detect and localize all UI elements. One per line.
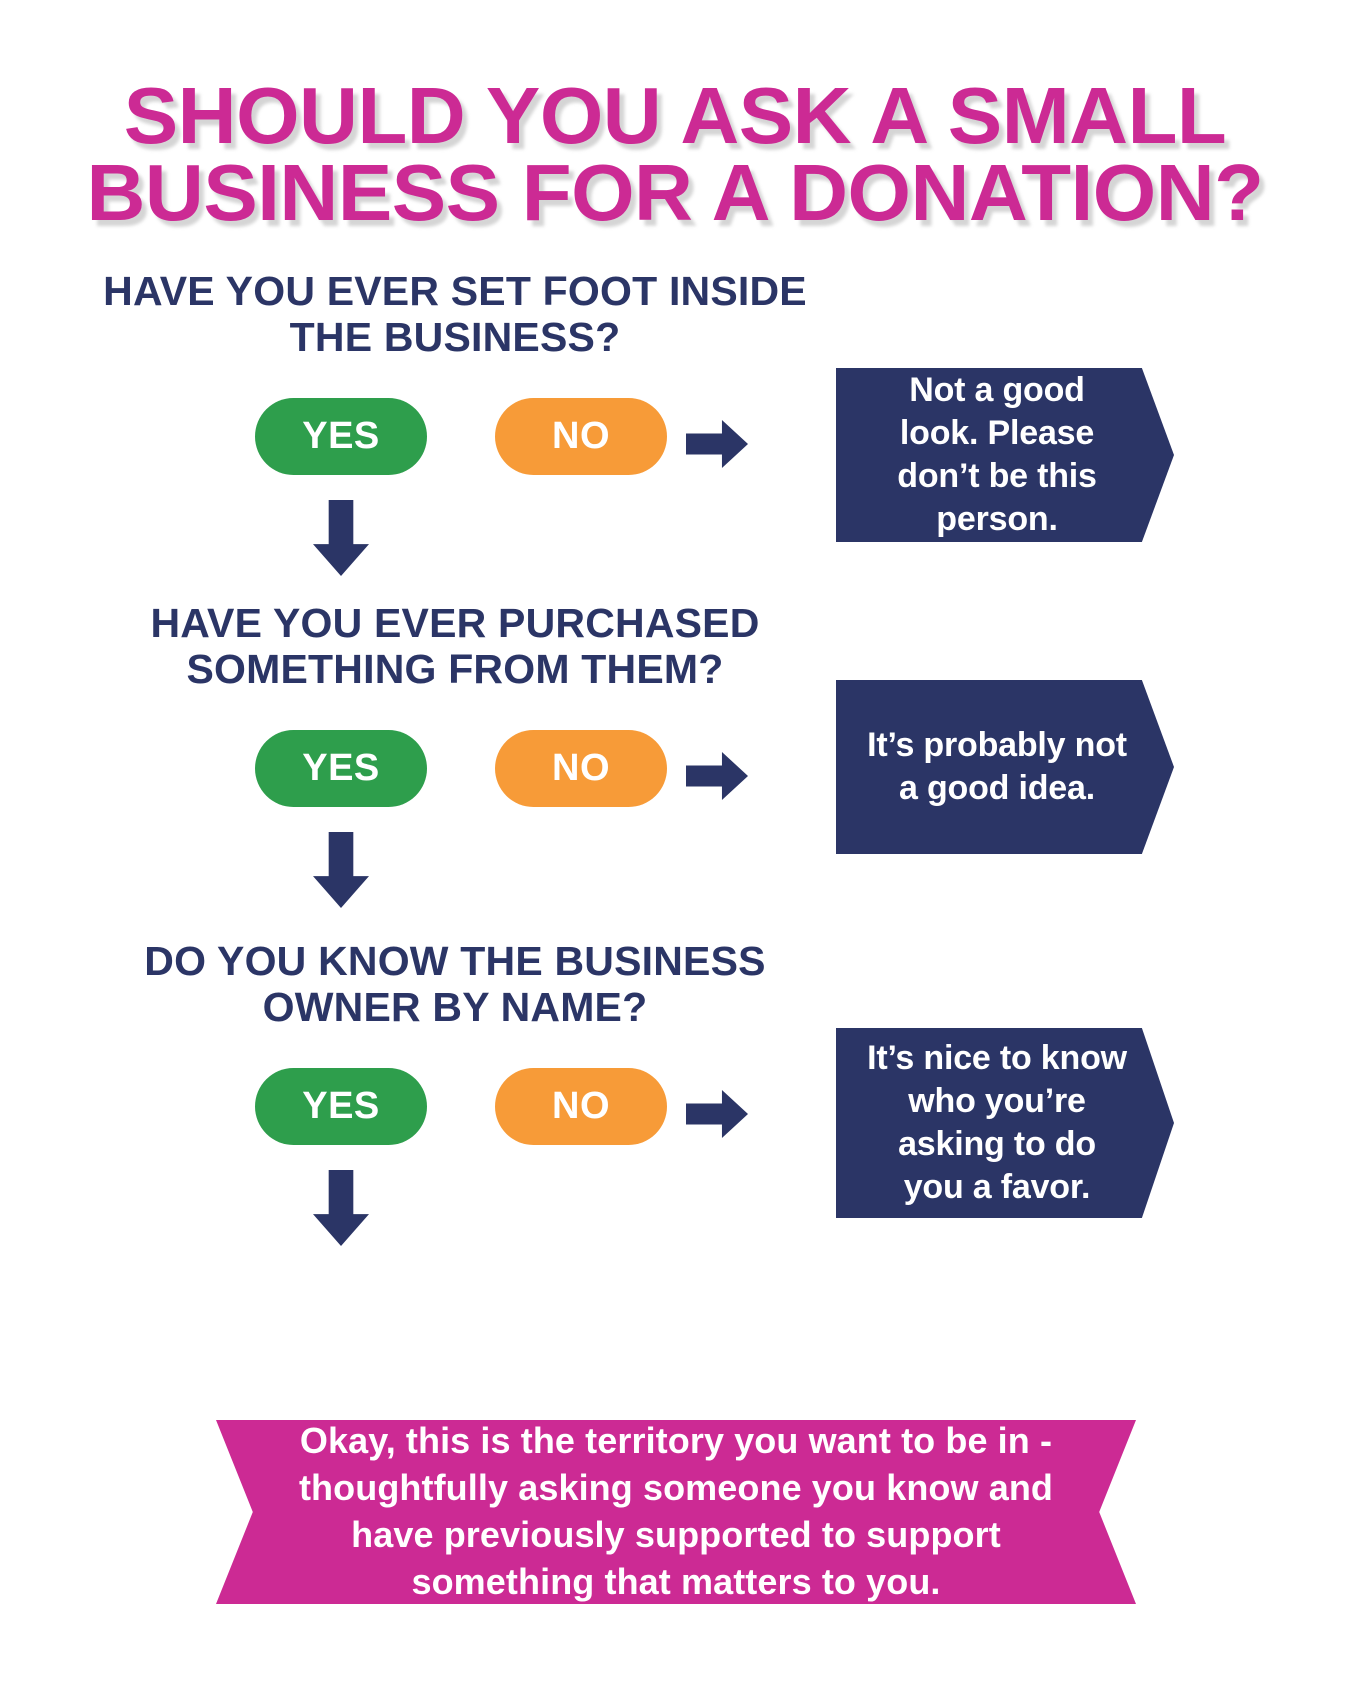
question-text-1: HAVE YOU EVER SET FOOT INSIDE THE BUSINE…: [103, 268, 807, 361]
outcome-callout-1: Not a good look. Please don’t be this pe…: [836, 368, 1174, 542]
arrow-down-icon-1: [313, 500, 369, 576]
answer-yes-label-2: YES: [302, 747, 380, 789]
outcome-callout-text-3: It’s nice to know who you’re asking to d…: [867, 1039, 1127, 1206]
arrow-down-icon-3: [313, 1170, 369, 1246]
conclusion-banner-text: Okay, this is the territory you want to …: [298, 1420, 1054, 1602]
outcome-callout-text-2: It’s probably not a good idea.: [867, 726, 1127, 807]
question-text-2: HAVE YOU EVER PURCHASED SOMETHING FROM T…: [150, 600, 760, 693]
page-title-line-1: SHOULD YOU ASK A SMALL: [123, 71, 1227, 160]
answer-no-3[interactable]: NO: [495, 1068, 667, 1145]
arrow-right-icon-3: [686, 1090, 748, 1138]
answer-no-label-1: NO: [552, 415, 610, 457]
arrow-right-icon-2: [686, 752, 748, 800]
answer-no-2[interactable]: NO: [495, 730, 667, 807]
answer-no-label-3: NO: [552, 1085, 610, 1127]
answer-yes-label-3: YES: [302, 1085, 380, 1127]
outcome-callout-text-1: Not a good look. Please don’t be this pe…: [897, 371, 1097, 538]
answer-yes-2[interactable]: YES: [255, 730, 427, 807]
page-title: SHOULD YOU ASK A SMALL BUSINESS FOR A DO…: [0, 71, 1350, 237]
arrow-down-icon-2: [313, 832, 369, 908]
outcome-callout-2: It’s probably not a good idea.: [836, 680, 1174, 854]
conclusion-banner: Okay, this is the territory you want to …: [216, 1420, 1136, 1604]
answer-yes-3[interactable]: YES: [255, 1068, 427, 1145]
answer-no-label-2: NO: [552, 747, 610, 789]
answer-no-1[interactable]: NO: [495, 398, 667, 475]
question-text-3: DO YOU KNOW THE BUSINESS OWNER BY NAME?: [144, 938, 766, 1031]
outcome-callout-3: It’s nice to know who you’re asking to d…: [836, 1028, 1174, 1218]
answer-yes-1[interactable]: YES: [255, 398, 427, 475]
page-title-line-2: BUSINESS FOR A DONATION?: [86, 147, 1264, 237]
answer-yes-label-1: YES: [302, 415, 380, 457]
arrow-right-icon-1: [686, 420, 748, 468]
